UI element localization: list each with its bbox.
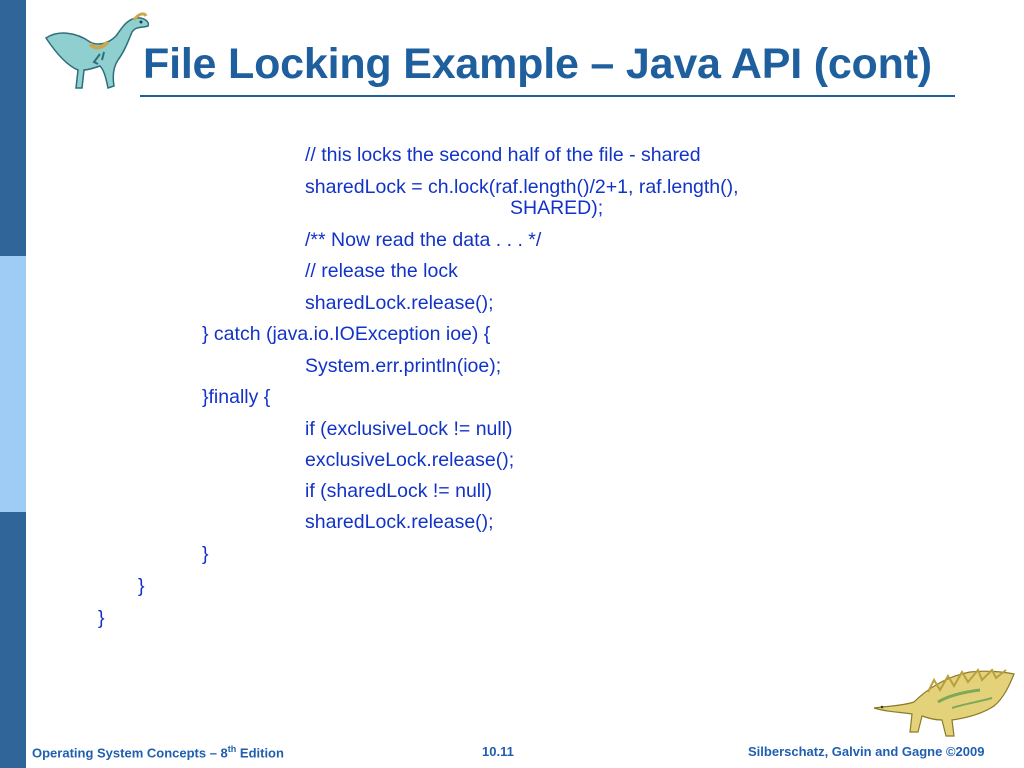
code-line: if (sharedLock != null) — [305, 480, 492, 502]
code-line: /** Now read the data . . . */ — [305, 229, 542, 251]
copyright-footer: Silberschatz, Galvin and Gagne ©2009 — [748, 744, 985, 759]
sidebar-segment-bottom — [0, 512, 26, 768]
book-title-suffix: Edition — [236, 745, 284, 761]
book-title-footer: Operating System Concepts – 8th Edition — [32, 744, 284, 760]
code-line: System.err.println(ioe); — [305, 355, 502, 377]
code-line: } catch (java.io.IOException ioe) { — [202, 323, 491, 345]
dinosaur-logo-icon — [44, 12, 150, 89]
code-line: // this locks the second half of the fil… — [305, 144, 701, 166]
left-sidebar — [0, 0, 26, 768]
code-line: } — [202, 543, 209, 565]
page-title: File Locking Example – Java API (cont) — [143, 40, 932, 88]
book-title-prefix: Operating System Concepts – 8 — [32, 745, 228, 761]
sidebar-segment-top — [0, 0, 26, 256]
code-line: sharedLock.release(); — [305, 292, 494, 314]
title-underline — [140, 95, 955, 97]
code-line: } — [138, 575, 145, 597]
code-line: } — [98, 607, 105, 629]
book-edition-superscript: th — [227, 744, 237, 754]
code-line: SHARED); — [510, 197, 604, 219]
page-number: 10.11 — [482, 744, 514, 759]
code-line: exclusiveLock.release(); — [305, 449, 515, 471]
code-line: sharedLock = ch.lock(raf.length()/2+1, r… — [305, 176, 739, 198]
code-line: if (exclusiveLock != null) — [305, 418, 513, 440]
code-line: }finally { — [202, 386, 271, 408]
stegosaurus-decoration-icon — [873, 668, 1015, 737]
sidebar-segment-middle — [0, 256, 26, 512]
code-line: // release the lock — [305, 260, 458, 282]
code-line: sharedLock.release(); — [305, 511, 494, 533]
